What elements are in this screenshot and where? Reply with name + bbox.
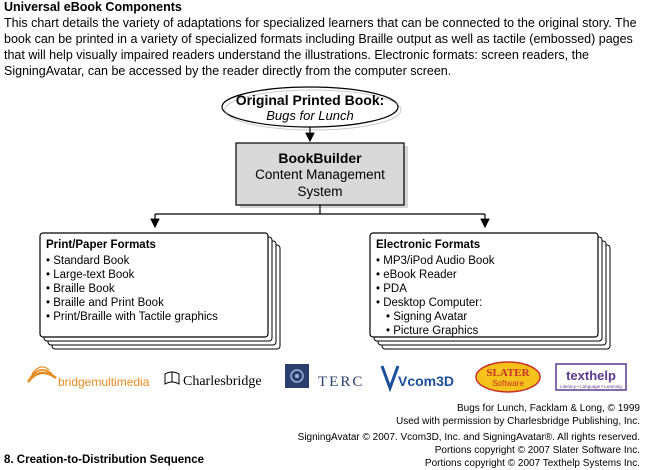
bookbuilder-box [235,142,405,206]
list-item: MP3/iPod Audio Book [376,254,494,268]
list-item: PDA [376,282,494,296]
list-item: Braille and Print Book [46,296,218,310]
slater-logo-text-bottom: Software [492,379,524,388]
credit-line: Portions copyright © 2007 Slater Softwar… [434,445,640,456]
copyright-credits: SigningAvatar © 2007. Vcom3D, Inc. and S… [298,431,640,470]
intro-paragraph: This chart details the variety of adapta… [4,16,637,78]
texthelp-logo: texthelp Literacy • Language • Learning [555,363,627,391]
charlesbridge-logo: Charlesbridge [164,371,262,389]
credit-line: SigningAvatar © 2007. Vcom3D, Inc. and S… [297,432,640,443]
credit-line: Portions copyright © 2007 Texthelp Syste… [424,458,640,469]
print-formats-list: Standard Book Large-text Book Braille Bo… [46,254,218,324]
texthelp-logo-tagline: Literacy • Language • Learning [560,384,622,389]
slater-software-logo: SLATER Software [475,361,541,393]
original-book-subtitle: Bugs for Lunch [266,108,354,123]
texthelp-logo-text: texthelp [566,368,616,383]
charlesbridge-logo-text: Charlesbridge [183,374,262,389]
original-book-title: Original Printed Book: [235,92,385,108]
bookbuilder-line1: Content Management [255,167,385,182]
bookbuilder-title: BookBuilder [278,150,362,166]
page-title: Universal eBook Components [4,0,182,14]
bridgemultimedia-logo-text: bridgemultimedia [58,375,150,389]
figure-caption: 8. Creation-to-Distribution Sequence [4,454,204,466]
branch-connector [155,205,485,215]
book-credits: Bugs for Lunch, Facklam & Long, © 1999 U… [396,402,640,428]
vcom3d-logo-text: Vcom3D [398,373,454,389]
slater-logo-text-top: SLATER [486,367,530,379]
terc-logo-text: TERC [318,374,364,390]
list-item: Print/Braille with Tactile graphics [46,310,218,324]
credit-line: Used with permission by Charlesbridge Pu… [395,416,640,427]
bridgemultimedia-logo: bridgemultimedia [27,366,150,389]
list-item: Braille Book [46,282,218,296]
bookbuilder-line2: System [297,184,343,199]
print-formats-heading: Print/Paper Formats [46,239,156,251]
list-item: Standard Book [46,254,218,268]
list-item: Large-text Book [46,268,218,282]
list-subitem: Picture Graphics [376,324,494,338]
electronic-formats-heading: Electronic Formats [376,239,481,251]
credit-line: Bugs for Lunch, Facklam & Long, © 1999 [456,403,640,414]
electronic-formats-list: MP3/iPod Audio Book eBook Reader PDA Des… [376,254,494,338]
list-item: eBook Reader [376,268,494,282]
terc-logo: TERC [285,364,364,390]
vcom3d-logo: Vcom3D [380,365,454,393]
list-subitem: Signing Avatar [376,310,494,324]
list-item: Desktop Computer: [376,296,494,310]
